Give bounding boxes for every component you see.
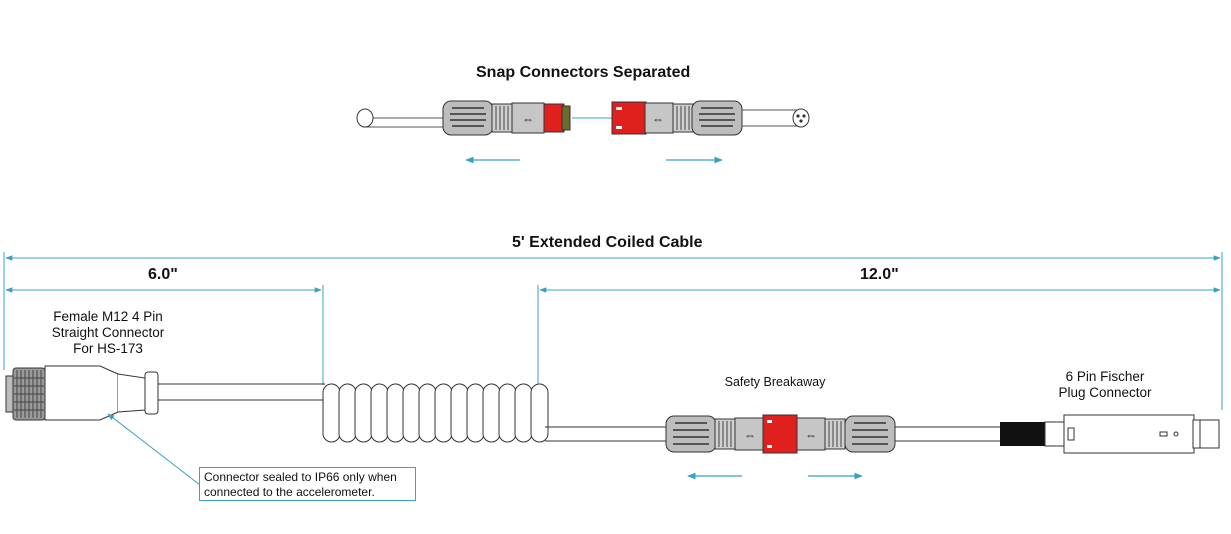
fischer-line-2: Plug Connector [1058, 385, 1152, 400]
snap-connectors-separated: ⇔ ⇔ [356, 100, 810, 164]
female-m12-connector [5, 365, 159, 421]
female-connector-line-2: Straight Connector [51, 325, 165, 340]
female-connector-label: Female M12 4 Pin Straight Connector For … [18, 309, 198, 357]
dimension-right: 12.0" [860, 266, 899, 283]
top-title: Snap Connectors Separated [476, 64, 691, 81]
note-line-1: Connector sealed to IP66 only when [204, 470, 397, 484]
svg-text:⇔: ⇔ [522, 112, 534, 126]
ip66-note: Connector sealed to IP66 only when conne… [199, 467, 416, 501]
coiled-cable [322, 383, 549, 443]
note-line-2: connected to the accelerometer. [204, 485, 375, 499]
svg-text:⇔: ⇔ [744, 428, 756, 442]
main-title: 5' Extended Coiled Cable [512, 234, 703, 251]
safety-breakaway: ⇔ ⇔ [665, 414, 896, 480]
svg-text:⇔: ⇔ [805, 428, 817, 442]
dimension-lines [3, 252, 1223, 410]
svg-text:⇔: ⇔ [652, 112, 664, 126]
fischer-line-1: 6 Pin Fischer [1065, 369, 1145, 384]
fischer-label: 6 Pin Fischer Plug Connector [1030, 369, 1180, 401]
dimension-left: 6.0" [148, 266, 178, 283]
female-connector-line-3: For HS-173 [73, 341, 143, 356]
female-connector-line-1: Female M12 4 Pin [53, 309, 163, 324]
fischer-plug-connector [1000, 414, 1220, 454]
safety-breakaway-label: Safety Breakaway [724, 375, 826, 389]
